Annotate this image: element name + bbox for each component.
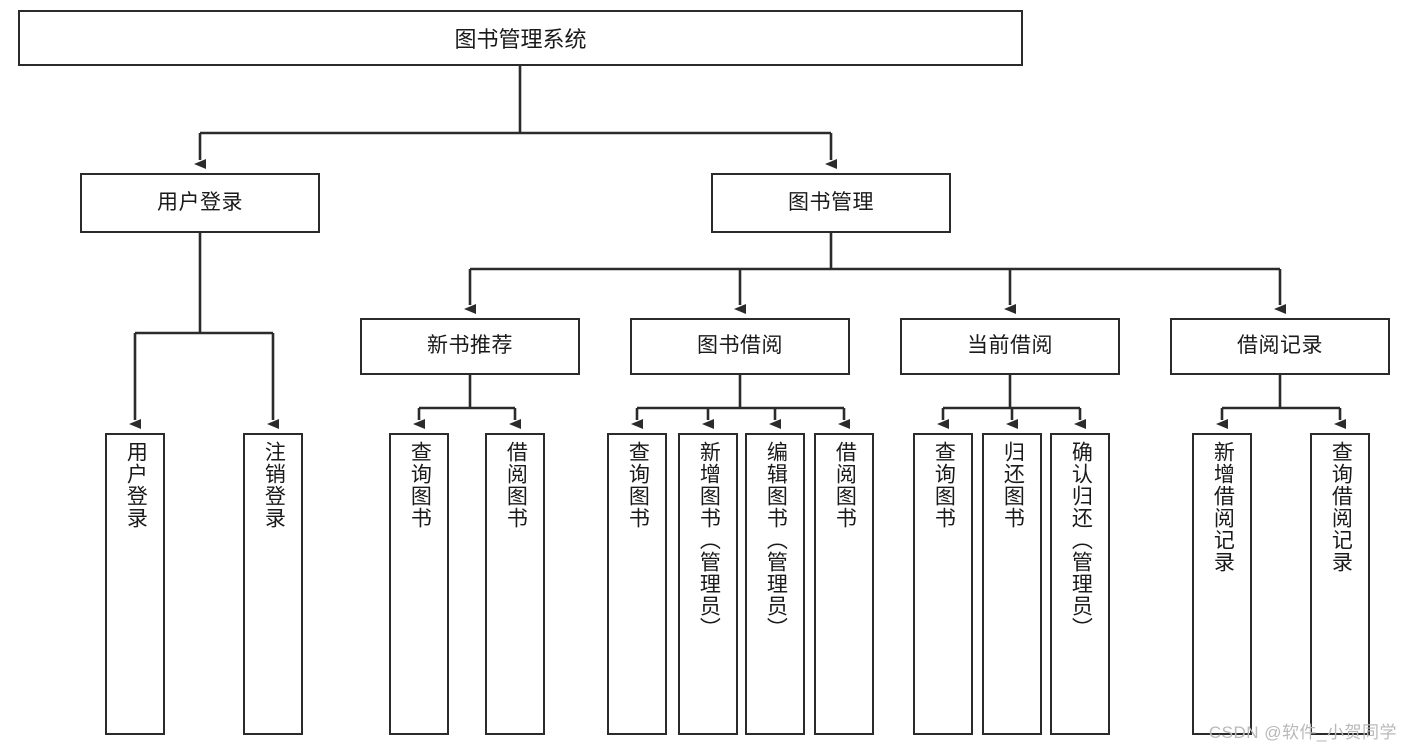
node-new-book-recommend-label: 新书推荐: [427, 334, 513, 358]
leaf-label: 新增图书（管理员）: [697, 441, 721, 639]
leaf-label: 查询图书: [408, 441, 432, 529]
leaf-label: 注销登录: [262, 441, 286, 529]
node-current-borrow[interactable]: 当前借阅: [900, 318, 1120, 375]
leaf-borrow-book[interactable]: 借阅图书: [814, 433, 874, 735]
node-borrow-record-label: 借阅记录: [1237, 334, 1323, 358]
leaf-user-logout[interactable]: 注销登录: [243, 433, 303, 735]
leaf-edit-book-admin[interactable]: 编辑图书（管理员）: [745, 433, 805, 735]
leaf-label: 编辑图书（管理员）: [764, 441, 788, 639]
node-borrow-record[interactable]: 借阅记录: [1170, 318, 1390, 375]
leaf-borrow-book-recommend[interactable]: 借阅图书: [485, 433, 545, 735]
node-current-borrow-label: 当前借阅: [967, 334, 1053, 358]
node-book-management[interactable]: 图书管理: [711, 173, 951, 233]
leaf-label: 查询图书: [932, 441, 956, 529]
leaf-label: 用户登录: [124, 441, 148, 529]
node-root[interactable]: 图书管理系统: [18, 10, 1023, 66]
node-book-borrow[interactable]: 图书借阅: [630, 318, 850, 375]
leaf-query-borrow-record[interactable]: 查询借阅记录: [1310, 433, 1370, 735]
leaf-add-borrow-record[interactable]: 新增借阅记录: [1192, 433, 1252, 735]
leaf-return-book[interactable]: 归还图书: [982, 433, 1042, 735]
leaf-label: 新增借阅记录: [1211, 441, 1235, 573]
node-book-borrow-label: 图书借阅: [697, 334, 783, 358]
leaf-label: 借阅图书: [833, 441, 857, 529]
leaf-label: 确认归还（管理员）: [1069, 441, 1093, 639]
watermark: CSDN @软件_小贺同学: [1208, 723, 1397, 742]
node-root-label: 图书管理系统: [454, 27, 587, 52]
leaf-label: 查询借阅记录: [1329, 441, 1353, 573]
node-book-management-label: 图书管理: [788, 190, 874, 214]
leaf-query-book-borrow[interactable]: 查询图书: [607, 433, 667, 735]
leaf-add-book-admin[interactable]: 新增图书（管理员）: [678, 433, 738, 735]
leaf-label: 查询图书: [626, 441, 650, 529]
leaf-query-book-recommend[interactable]: 查询图书: [389, 433, 449, 735]
node-new-book-recommend[interactable]: 新书推荐: [360, 318, 580, 375]
leaf-query-book-current[interactable]: 查询图书: [913, 433, 973, 735]
leaf-confirm-return-admin[interactable]: 确认归还（管理员）: [1050, 433, 1110, 735]
node-user-login-label: 用户登录: [157, 190, 243, 214]
node-user-login[interactable]: 用户登录: [80, 173, 320, 233]
leaf-label: 归还图书: [1001, 441, 1025, 529]
leaf-label: 借阅图书: [504, 441, 528, 529]
leaf-user-login[interactable]: 用户登录: [105, 433, 165, 735]
